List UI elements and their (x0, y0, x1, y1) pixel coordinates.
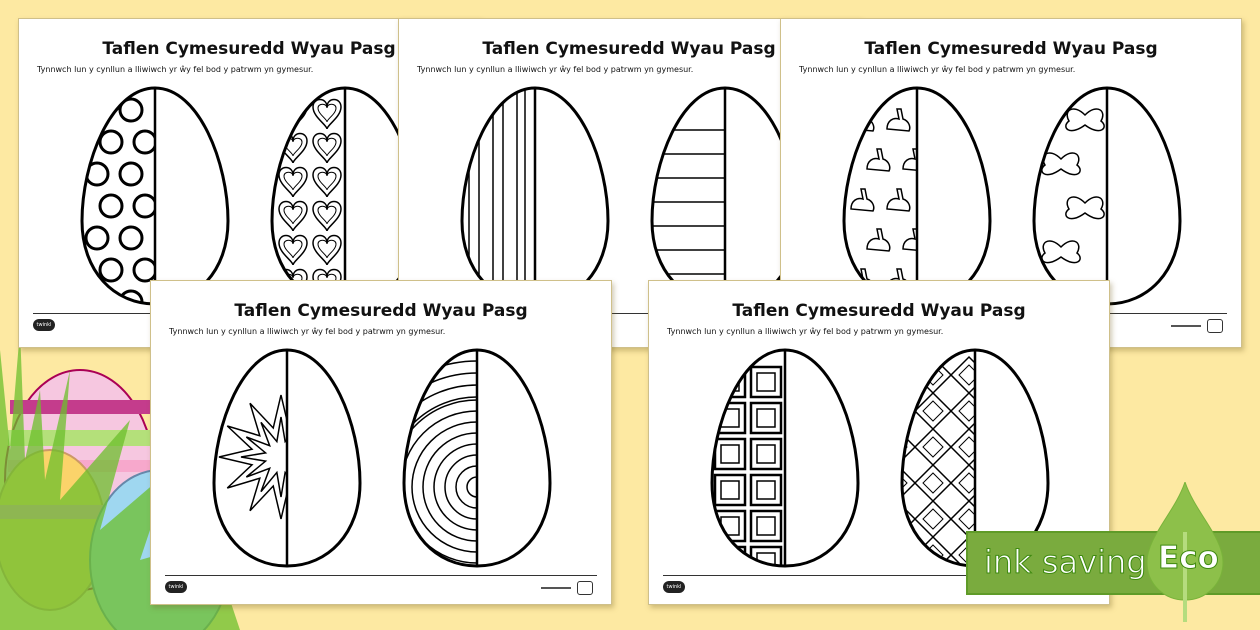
egg-butterflies-pattern (1032, 86, 1182, 306)
egg-star-pattern (212, 348, 362, 568)
leaf-drop-icon (1146, 482, 1224, 622)
egg-circles-pattern (80, 86, 230, 306)
egg-squares-pattern (710, 348, 860, 568)
footer-line (413, 313, 845, 314)
ink-saving-label: ink saving (984, 543, 1148, 582)
worksheet-instruction: Tynnwch lun y cynllun a lliwiwch yr ŵy f… (169, 327, 446, 336)
worksheet-instruction: Tynnwch lun y cynllun a lliwiwch yr ŵy f… (799, 65, 1076, 74)
worksheet-title: Taflen Cymesuredd Wyau Pasg (234, 301, 528, 321)
egg-vertical-stripes-pattern (460, 86, 610, 306)
egg-bunnies-pattern (842, 86, 992, 306)
worksheet-instruction: Tynnwch lun y cynllun a lliwiwch yr ŵy f… (667, 327, 944, 336)
twinkl-logo: twinkl (663, 581, 685, 593)
worksheet-title: Taflen Cymesuredd Wyau Pasg (732, 301, 1026, 321)
worksheet-preview-4: Taflen Cymesuredd Wyau Pasg Tynnwch lun … (150, 280, 612, 605)
footer-line (663, 575, 1095, 576)
twinkl-logo: twinkl (165, 581, 187, 593)
worksheet-instruction: Tynnwch lun y cynllun a lliwiwch yr ŵy f… (417, 65, 694, 74)
eco-label: Eco (1158, 540, 1220, 577)
twinkl-logo: twinkl (33, 319, 55, 331)
footer-line (165, 575, 597, 576)
egg-horizontal-stripes-pattern (650, 86, 800, 306)
footer-icon (1207, 319, 1223, 333)
worksheet-title: Taflen Cymesuredd Wyau Pasg (482, 39, 776, 59)
footer-text (541, 587, 571, 589)
worksheet-title: Taflen Cymesuredd Wyau Pasg (864, 39, 1158, 59)
egg-arcs-pattern (402, 348, 552, 568)
worksheet-preview-5: Taflen Cymesuredd Wyau Pasg Tynnwch lun … (648, 280, 1110, 605)
footer-icon (577, 581, 593, 595)
footer-text (1171, 325, 1201, 327)
worksheet-title: Taflen Cymesuredd Wyau Pasg (102, 39, 396, 59)
worksheet-instruction: Tynnwch lun y cynllun a lliwiwch yr ŵy f… (37, 65, 314, 74)
